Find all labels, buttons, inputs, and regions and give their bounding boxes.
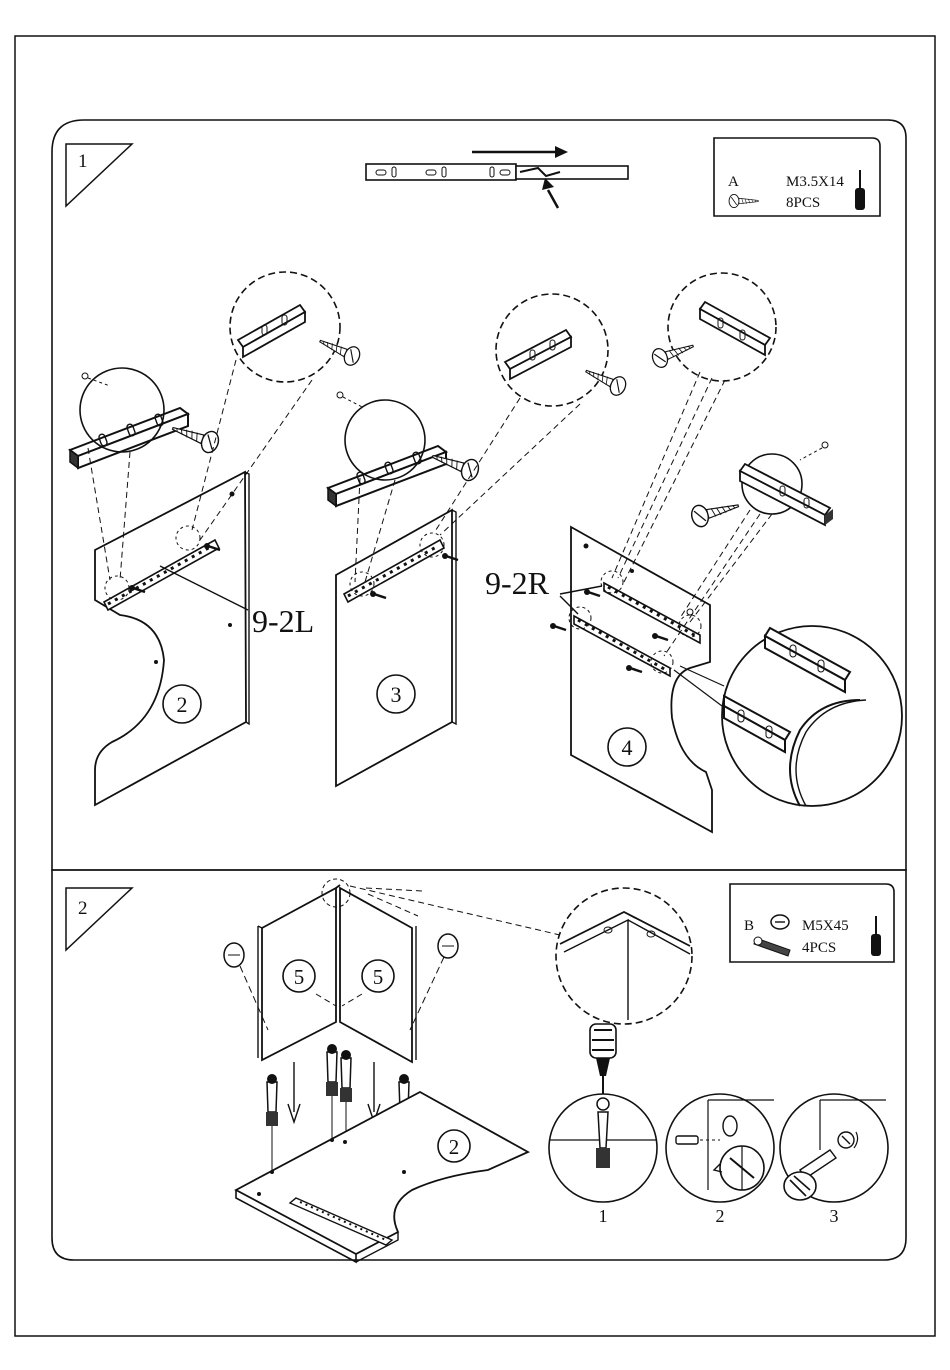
parts-box-b: B M5X45 4PCS	[730, 884, 894, 962]
bracket-detail-right-1	[612, 273, 776, 582]
panel-3-number: 3	[391, 682, 402, 707]
cam-lock-right	[410, 934, 458, 1030]
step-2-panel: 2 B M5X45 4PCS	[52, 870, 906, 1262]
panel-4: 4	[550, 527, 712, 832]
step-1-badge: 1	[66, 144, 132, 206]
screw-icon	[729, 194, 758, 207]
part-a-letter: A	[728, 174, 739, 190]
part-a-spec: M3.5X14	[786, 174, 844, 190]
part-a-qty: 8PCS	[786, 195, 820, 211]
bracket-detail-center-2	[434, 294, 629, 535]
base-panel-number: 2	[449, 1135, 460, 1159]
detail-1-number: 1	[599, 1206, 608, 1226]
corner-zoom-detail	[556, 888, 692, 1024]
step-1-number: 1	[78, 151, 88, 172]
screwdriver-icon-b	[871, 916, 881, 956]
part-b-qty: 4PCS	[802, 940, 836, 956]
panel-2: 2	[95, 472, 249, 805]
label-9-2r: 9-2R	[485, 565, 550, 601]
cam-lock-icon	[771, 915, 789, 929]
panel-5-right-number: 5	[373, 965, 384, 989]
label-9-2l: 9-2L	[252, 603, 314, 639]
panel-4-number: 4	[622, 735, 633, 760]
panel-3: 3	[336, 510, 458, 786]
parts-box-a: A M3.5X14 8PCS	[714, 138, 880, 216]
screwdriver-icon	[855, 170, 865, 210]
part-b-spec: M5X45	[802, 918, 849, 934]
step-2-badge: 2	[66, 888, 132, 950]
detail-2: 2	[666, 1094, 774, 1226]
step-1-panel: 1 A M3.5X14 8PCS	[52, 120, 906, 870]
panel-5-left-number: 5	[294, 965, 305, 989]
detail-3: 3	[780, 1094, 888, 1226]
rail-slide-diagram	[366, 146, 628, 208]
part-b-letter: B	[744, 918, 754, 934]
base-panel-2: 2	[236, 1092, 528, 1262]
cam-bolt-icon	[754, 937, 790, 956]
panel-2-number: 2	[177, 692, 188, 717]
detail-1: 1	[549, 1094, 657, 1226]
screwdriver-icon-large	[590, 1024, 616, 1100]
side-panels-5: 5 5	[224, 879, 560, 1062]
detail-3-number: 3	[830, 1206, 839, 1226]
detail-2-number: 2	[716, 1206, 725, 1226]
step-2-number: 2	[78, 898, 88, 919]
